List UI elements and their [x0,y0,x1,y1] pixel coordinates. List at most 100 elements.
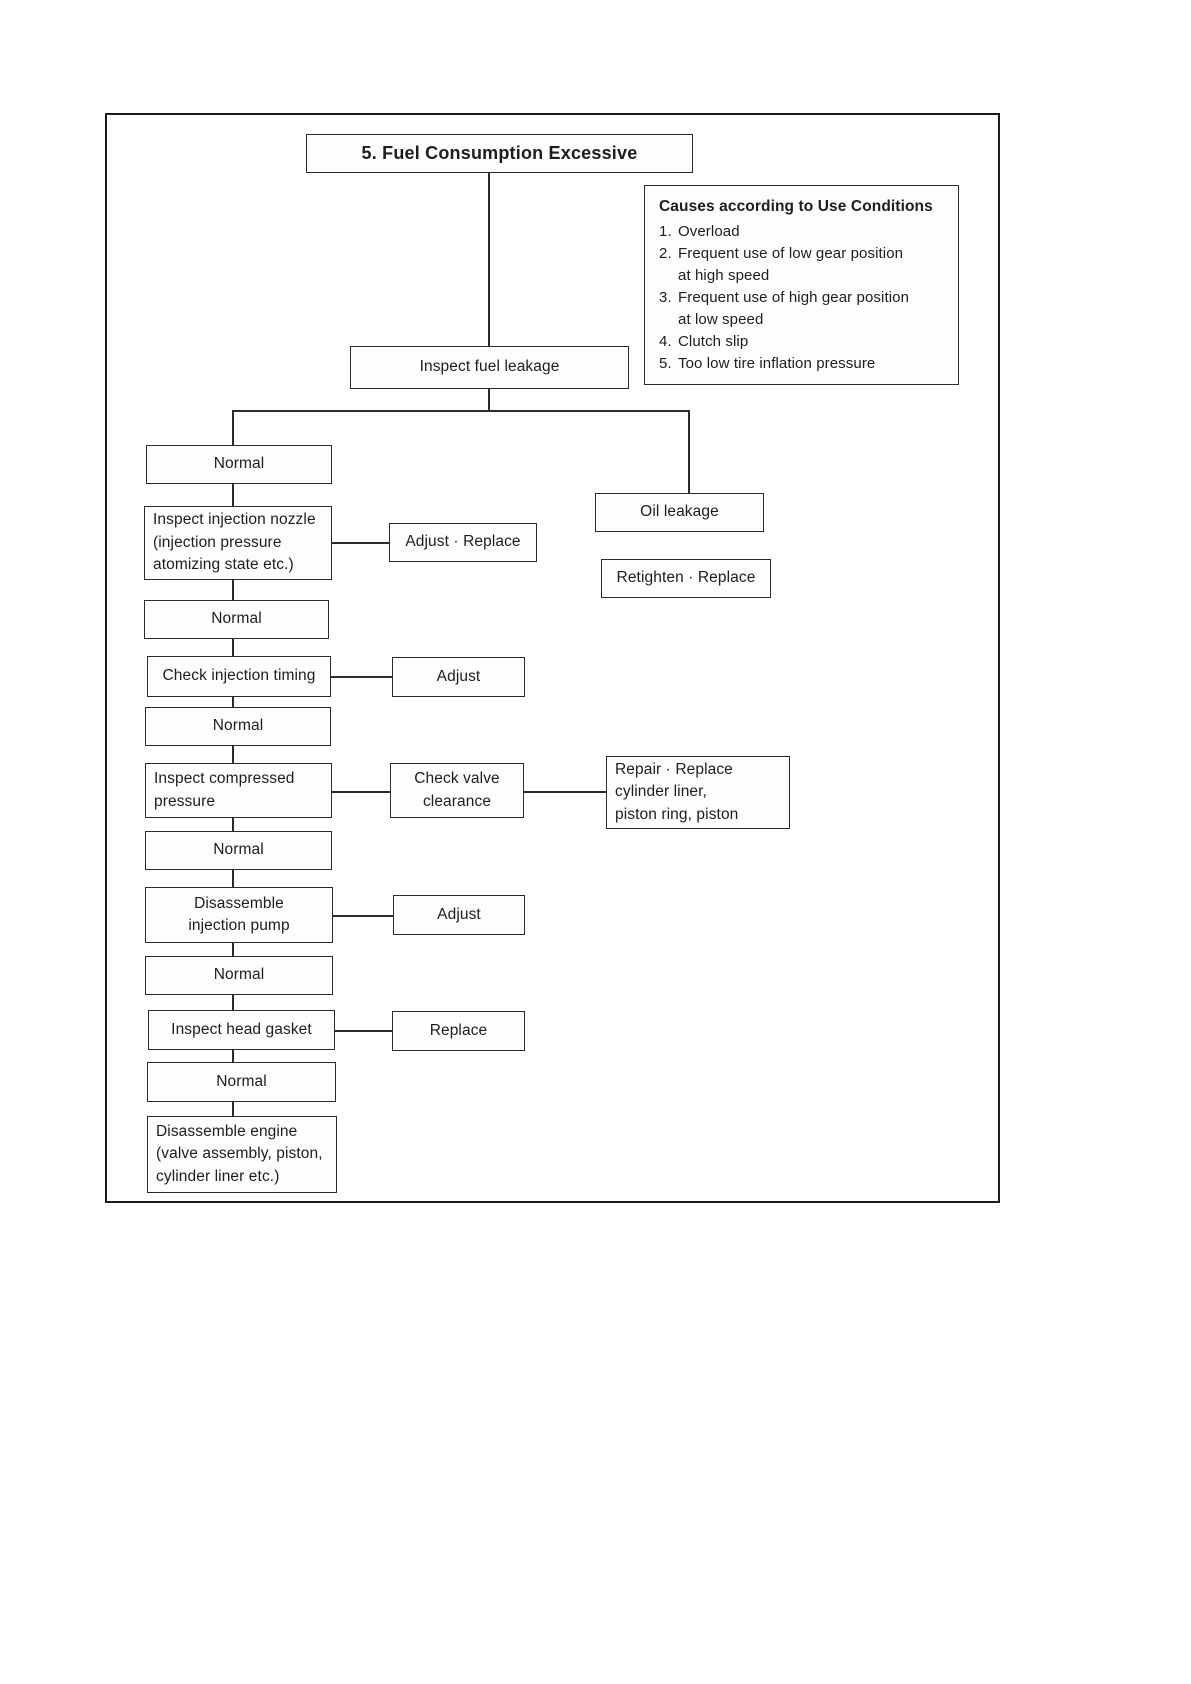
node-label: Normal [212,717,264,735]
connector-pump-to-adjust [333,915,393,917]
node-adjust-replace: Adjust · Replace [389,523,537,562]
causes-list-item: 5. Too low tire inflation pressure [659,353,946,375]
connector-fuel-leakage-down [488,389,490,411]
node-normal-2: Normal [144,600,329,639]
node-label: Normal [211,610,262,628]
connector-nozzle-to-normal2 [232,580,234,602]
node-label-line2: clearance [422,792,492,810]
node-label: Normal [213,841,264,859]
panel-causes-according-to-use-conditions: Causes according to Use Conditions 1. Ov… [644,185,959,385]
cause-number: 4. [659,333,672,351]
cause-text: Overload [678,222,740,240]
node-label: Inspect compressed pressure [154,768,323,813]
node-label-line1: Check valve [414,770,500,788]
connector-fuel-leakage-branch-bar [232,410,689,412]
node-label: Disassemble injection pump [154,893,324,938]
causes-list-item: 4. Clutch slip [659,331,946,353]
connector-normal4-to-disassemble-pump [232,870,234,892]
causes-panel-title: Causes according to Use Conditions [659,198,933,215]
node-oil-leakage: Oil leakage [595,493,764,532]
connector-timing-to-adjust [331,676,393,678]
node-label: Disassemble engine (valve assembly, pist… [156,1121,328,1188]
cause-number: 2. [659,244,672,262]
node-disassemble-injection-pump: Disassemble injection pump [145,887,333,943]
node-check-injection-timing: Check injection timing [147,656,331,697]
node-normal-6: Normal [147,1062,336,1102]
node-label-line1: Repair · Replace [615,760,733,778]
node-replace: Replace [392,1011,525,1051]
cause-number: 5. [659,355,672,373]
node-label: Normal [216,1072,267,1090]
node-label: Adjust [436,667,481,685]
node-label-line3: cylinder liner etc.) [156,1167,280,1185]
node-label: Normal [213,966,265,984]
node-normal-4: Normal [145,831,332,870]
node-label: Adjust · Replace [405,533,521,551]
node-repair-replace-cylinder: Repair · Replace cylinder liner, piston … [606,756,790,829]
connector-branch-left-to-normal1 [232,410,234,452]
node-normal-5: Normal [145,956,333,995]
connector-title-to-inspect-fuel-leakage [488,173,490,359]
node-label: Check injection timing [162,667,316,685]
cause-number: 1. [659,222,672,240]
node-check-valve-clearance: Check valve clearance [390,763,524,818]
node-label: Inspect head gasket [171,1020,312,1038]
node-label-line1: Inspect compressed [154,770,295,788]
node-label: Normal [213,455,265,473]
cause-text-line1: Frequent use of high gear position [678,288,910,306]
node-normal-1: Normal [146,445,332,484]
node-label-line2: (injection pressure [153,533,282,551]
cause-text: Frequent use of low gear position at high… [678,243,946,287]
connector-compressed-to-normal4 [232,818,234,840]
connector-normal2-to-check-injection-timing [232,639,234,664]
connector-pump-to-normal5 [232,943,234,965]
node-label-line2: (valve assembly, piston, [156,1145,323,1163]
connector-nozzle-to-adjust-replace [332,542,390,544]
node-label: Check valve clearance [399,768,515,813]
node-label: 5. Fuel Consumption Excessive [361,143,638,164]
cause-text-line2: at low speed [678,310,764,328]
node-label: Replace [429,1021,488,1039]
node-retighten-replace: Retighten · Replace [601,559,771,598]
node-label-line1: Disassemble engine [156,1122,298,1140]
node-label-line1: Inspect injection nozzle [153,511,316,529]
node-label-line3: piston ring, piston [615,805,739,823]
node-adjust-2: Adjust [393,895,525,935]
cause-number: 3. [659,288,672,306]
connector-compressed-to-check-valve [332,791,391,793]
causes-list-item: 3. Frequent use of high gear position at … [659,287,946,331]
cause-text: Clutch slip [678,333,749,351]
node-adjust-1: Adjust [392,657,525,697]
node-inspect-head-gasket: Inspect head gasket [148,1010,335,1050]
diagram-page-frame: 5. Fuel Consumption Excessive Causes acc… [105,113,1000,1203]
cause-text: Too low tire inflation pressure [678,355,876,373]
connector-head-gasket-to-normal6 [232,1050,234,1072]
node-title-fuel-consumption-excessive: 5. Fuel Consumption Excessive [306,134,693,173]
cause-text-line2: at high speed [678,266,770,284]
causes-list: 1. Overload 2. Frequent use of low gear … [659,221,946,375]
cause-text: Frequent use of high gear position at low… [678,287,946,331]
node-label: Oil leakage [640,503,719,521]
node-label-line2: injection pump [188,917,290,934]
connector-check-valve-to-repair-replace [524,791,607,793]
node-label: Inspect fuel leakage [419,358,560,376]
connector-normal3-to-compressed-pressure [232,746,234,768]
connector-normal5-to-head-gasket [232,995,234,1017]
node-disassemble-engine: Disassemble engine (valve assembly, pist… [147,1116,337,1193]
node-label: Adjust [437,905,481,923]
connector-branch-right-to-oil-leakage [688,410,690,499]
node-inspect-fuel-leakage: Inspect fuel leakage [350,346,629,389]
connector-normal6-to-disassemble-engine [232,1102,234,1123]
node-label: Repair · Replace cylinder liner, piston … [615,759,781,826]
connector-normal1-to-injection-nozzle [232,484,234,508]
node-label-line1: Disassemble [194,894,284,912]
node-normal-3: Normal [145,707,331,746]
node-label: Inspect injection nozzle (injection pres… [153,509,323,576]
node-label-line3: atomizing state etc.) [153,556,294,574]
node-inspect-injection-nozzle: Inspect injection nozzle (injection pres… [144,506,332,580]
node-label: Retighten · Replace [616,569,756,587]
node-inspect-compressed-pressure: Inspect compressed pressure [145,763,332,818]
causes-list-item: 1. Overload [659,221,946,243]
causes-list-item: 2. Frequent use of low gear position at h… [659,243,946,287]
cause-text-line1: Frequent use of low gear position [678,244,904,262]
